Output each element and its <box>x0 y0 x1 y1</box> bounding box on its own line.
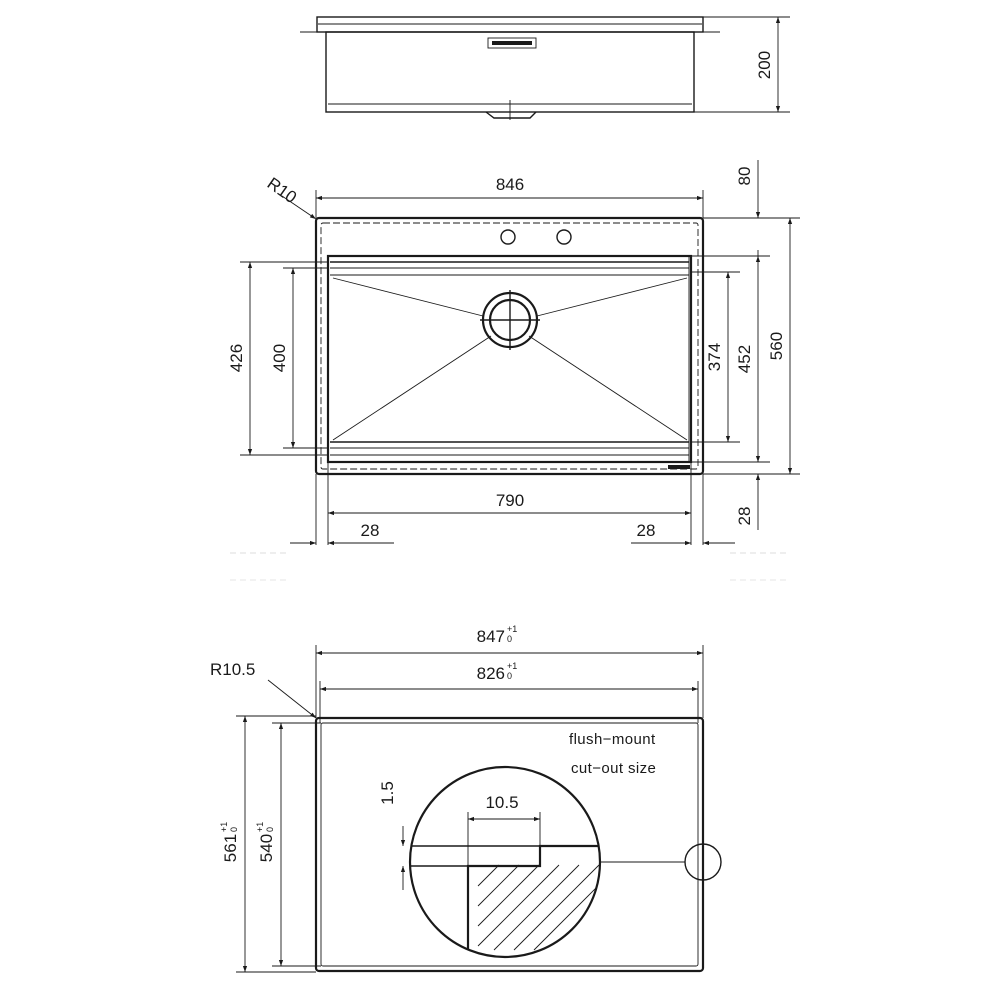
dim-28-bottom-label: 28 <box>735 507 754 526</box>
slope-line-tr <box>536 277 688 317</box>
top-view-inner-rim <box>320 222 699 470</box>
dim-561-tol-lower: 0 <box>229 827 239 832</box>
detail-magnifier: 1.5 10.5 <box>378 765 602 959</box>
cutout-note-line1: flush−mount <box>569 731 656 748</box>
dim-790-label: 790 <box>496 491 524 510</box>
dim-847-label: 847 <box>477 627 505 646</box>
dim-560-label: 560 <box>767 332 786 360</box>
top-view: R10 846 790 28 28 80 560 <box>227 160 800 546</box>
top-view-radius-label: R10 <box>264 174 300 207</box>
dim-846-label: 846 <box>496 175 524 194</box>
dim-400-label: 400 <box>270 344 289 372</box>
dim-826-tol-upper: +1 <box>507 661 517 671</box>
dim-561-tol-upper: +1 <box>219 822 229 832</box>
cutout-view: R10.5 847 +1 0 826 +1 0 561 +1 0 540 <box>210 624 722 973</box>
dim-826-label: 826 <box>477 664 505 683</box>
slope-line-br <box>528 335 688 441</box>
side-view: 200 <box>300 16 790 120</box>
dim-1-5-label: 1.5 <box>378 781 397 805</box>
side-view-overflow <box>487 37 537 49</box>
dim-540-tol-lower: 0 <box>265 827 275 832</box>
overflow-badge <box>668 465 690 469</box>
dim-28-left-label: 28 <box>361 521 380 540</box>
cutout-note-line2: cut−out size <box>571 760 656 777</box>
dim-847-tol-upper: +1 <box>507 624 517 634</box>
dim-826-tol-lower: 0 <box>507 671 512 681</box>
detail-step-profile <box>466 844 600 957</box>
dim-452-label: 452 <box>735 345 754 373</box>
dim-374-label: 374 <box>705 343 724 371</box>
side-view-drain <box>485 111 537 119</box>
cutout-radius-leader <box>267 679 317 719</box>
dim-80-label: 80 <box>735 167 754 186</box>
top-view-radius-leader <box>281 195 317 220</box>
faucet-hole-right <box>556 229 572 245</box>
side-view-rim <box>316 16 704 33</box>
slope-line-bl <box>332 335 492 441</box>
cutout-outline <box>314 716 705 973</box>
dim-10-5-label: 10.5 <box>485 793 518 812</box>
side-view-overflow-slot <box>492 41 532 45</box>
dim-540-label: 540 <box>257 834 276 862</box>
dim-561-label: 561 <box>221 834 240 862</box>
top-view-outer-rim <box>314 216 705 476</box>
top-view-bowl <box>326 254 693 464</box>
detail-circle <box>408 765 602 959</box>
slope-line-tl <box>332 277 484 317</box>
dim-540-tol-upper: +1 <box>255 822 265 832</box>
dim-28-right-label: 28 <box>637 521 656 540</box>
detail-hatch <box>477 864 600 951</box>
faucet-hole-left <box>500 229 516 245</box>
side-view-height-dim: 200 <box>755 51 774 79</box>
dim-847-tol-lower: 0 <box>507 634 512 644</box>
separator-marks <box>230 552 790 581</box>
cutout-radius-label: R10.5 <box>210 660 255 679</box>
dim-426-label: 426 <box>227 344 246 372</box>
